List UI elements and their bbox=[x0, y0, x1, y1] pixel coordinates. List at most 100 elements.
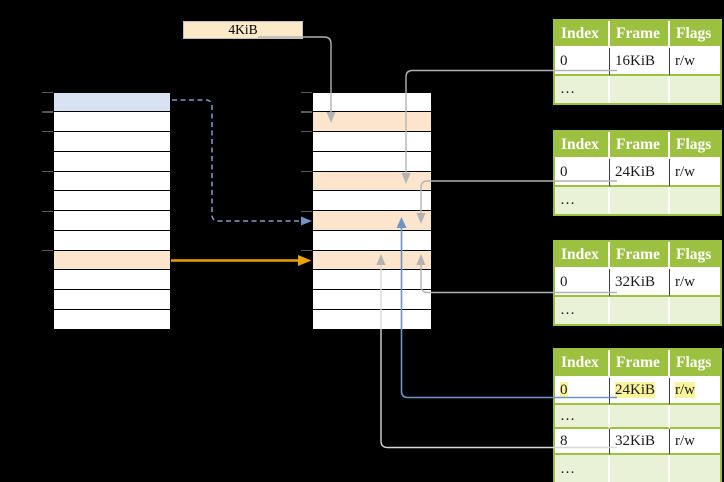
memory-row bbox=[54, 151, 170, 172]
cell-text: 0 bbox=[560, 273, 568, 290]
ellipsis-row: … bbox=[555, 297, 720, 324]
arrow-virtual-page0-to-frame-24k bbox=[172, 99, 312, 226]
cell-text: r/w bbox=[675, 273, 695, 290]
address-tick bbox=[42, 170, 53, 173]
cell-text: 8 bbox=[560, 432, 568, 449]
highlighted-cell-text: r/w bbox=[675, 382, 695, 398]
memory-row bbox=[54, 171, 170, 192]
column-header-flags: Flags bbox=[670, 132, 720, 159]
column-header-frame: Frame bbox=[610, 132, 670, 159]
memory-row-orange bbox=[313, 112, 431, 132]
page-table-cell bbox=[670, 187, 720, 214]
address-tick bbox=[301, 250, 312, 252]
address-tick bbox=[301, 111, 312, 113]
cell-text: … bbox=[560, 192, 575, 208]
cell-text: 0 bbox=[560, 163, 568, 180]
page-table-cell bbox=[670, 297, 720, 324]
physical-memory-table bbox=[312, 91, 432, 330]
memory-row bbox=[54, 132, 170, 152]
page-table-entry-row: 0 16KiB r/w bbox=[555, 48, 720, 76]
address-tick bbox=[301, 210, 312, 212]
memory-row bbox=[54, 191, 170, 211]
highlighted-cell-text: 0 bbox=[560, 382, 568, 398]
page-table-cell: … bbox=[555, 455, 610, 482]
memory-row bbox=[54, 230, 170, 251]
address-tick bbox=[42, 111, 53, 113]
column-header-index: Index bbox=[555, 350, 610, 378]
memory-row bbox=[54, 112, 170, 132]
cell-text: … bbox=[560, 407, 575, 424]
memory-row bbox=[313, 92, 431, 113]
address-tick bbox=[42, 250, 53, 252]
cell-text: r/w bbox=[675, 432, 695, 449]
page-table-cell: 0 bbox=[555, 159, 610, 187]
page-table-cell: r/w bbox=[670, 159, 720, 187]
memory-row bbox=[54, 309, 170, 329]
arrow-virtual-page8-to-frame-32k bbox=[171, 255, 312, 266]
cell-text: … bbox=[560, 81, 575, 97]
memory-row bbox=[313, 270, 431, 290]
memory-row-orange bbox=[313, 211, 431, 231]
address-tick bbox=[42, 210, 53, 212]
ellipsis-row: … bbox=[555, 455, 720, 482]
page-table-cell bbox=[670, 405, 720, 429]
memory-row-orange bbox=[54, 250, 170, 271]
memory-row-orange bbox=[313, 250, 431, 271]
page-table-cell: 32KiB bbox=[610, 269, 670, 297]
memory-row bbox=[313, 191, 431, 211]
address-tick bbox=[301, 170, 312, 173]
address-tick bbox=[42, 91, 53, 93]
cell-text: r/w bbox=[675, 163, 695, 180]
page-table-cell: 8 bbox=[555, 429, 610, 455]
memory-row bbox=[54, 211, 170, 231]
memory-row bbox=[54, 270, 170, 290]
memory-row-blue bbox=[54, 92, 170, 113]
ellipsis-row: … bbox=[555, 187, 720, 214]
column-header-frame: Frame bbox=[610, 21, 670, 48]
column-header-flags: Flags bbox=[670, 242, 720, 269]
page-table-cell bbox=[670, 76, 720, 103]
page-table-entry-row: 8 32KiB r/w bbox=[555, 429, 720, 455]
cell-text: 0 bbox=[560, 52, 568, 69]
page-table-cell: 24KiB bbox=[610, 378, 670, 405]
column-header-index: Index bbox=[555, 132, 610, 159]
cell-text: 32KiB bbox=[615, 273, 656, 290]
cell-text: r/w bbox=[675, 52, 695, 69]
page-table-cell: 0 bbox=[555, 269, 610, 297]
page-size-label: 4KiB bbox=[228, 22, 258, 37]
page-table-cell: r/w bbox=[670, 269, 720, 297]
memory-row bbox=[313, 151, 431, 172]
cell-text: … bbox=[560, 302, 575, 318]
page-table-cell bbox=[670, 455, 720, 482]
page-table-cell: r/w bbox=[670, 429, 720, 455]
ellipsis-row: … bbox=[555, 76, 720, 103]
highlighted-cell-text: 24KiB bbox=[615, 382, 656, 398]
column-header-flags: Flags bbox=[670, 350, 720, 378]
ellipsis-row: … bbox=[555, 405, 720, 429]
page-table-cell: … bbox=[555, 297, 610, 324]
cell-text: 16KiB bbox=[615, 52, 656, 69]
page-table-cell: 16KiB bbox=[610, 48, 670, 76]
cell-text: … bbox=[560, 460, 575, 477]
page-table-cell bbox=[610, 405, 670, 429]
memory-row bbox=[313, 132, 431, 152]
page-size-label-box: 4KiB bbox=[183, 21, 303, 39]
page-table-cell: r/w bbox=[670, 48, 720, 76]
cell-text: 32KiB bbox=[615, 432, 656, 449]
virtual-address-space-table bbox=[53, 91, 171, 330]
memory-row bbox=[54, 290, 170, 310]
page-table-cell: 24KiB bbox=[610, 159, 670, 187]
column-header-frame: Frame bbox=[610, 350, 670, 378]
column-header-index: Index bbox=[555, 21, 610, 48]
page-table-cell: 32KiB bbox=[610, 429, 670, 455]
memory-row bbox=[313, 290, 431, 310]
page-table-entry-row: 0 24KiB r/w bbox=[555, 378, 720, 405]
cell-text: 24KiB bbox=[615, 163, 656, 180]
page-table-cell: r/w bbox=[670, 378, 720, 405]
